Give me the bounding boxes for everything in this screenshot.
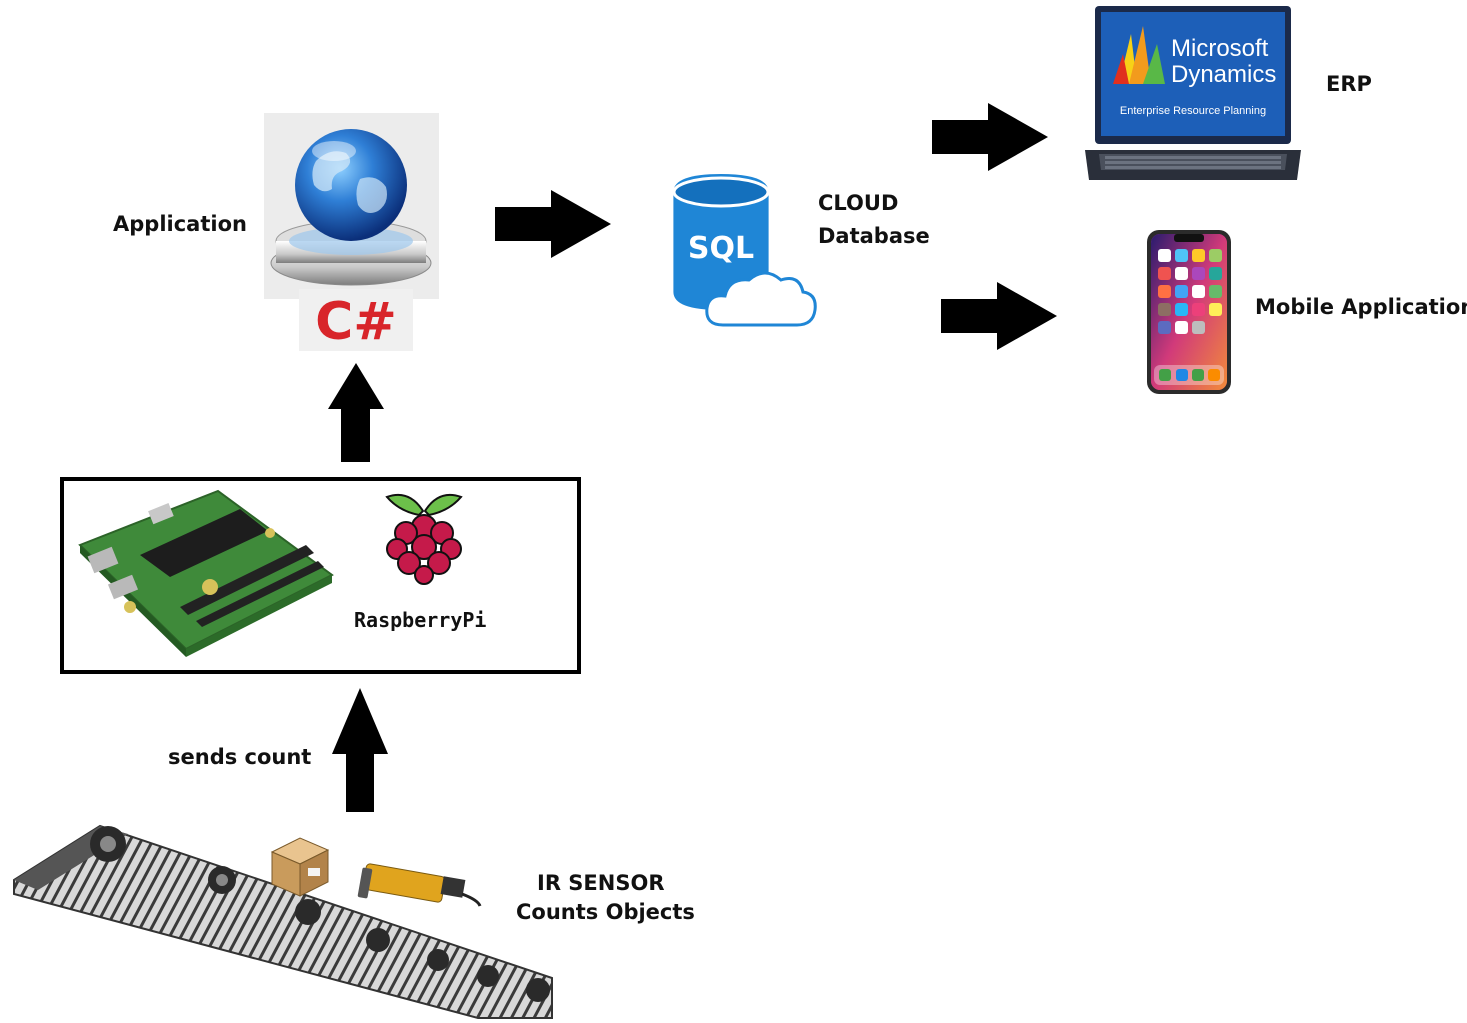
csharp-text: C# xyxy=(315,292,397,352)
raspberry-pi-logo-icon xyxy=(385,493,463,585)
globe-icon xyxy=(270,129,432,286)
arrow-app-to-sql xyxy=(495,190,611,258)
arrow-sensor-to-pi xyxy=(332,688,388,812)
package-box-icon xyxy=(270,837,330,897)
cloud-label: CLOUD xyxy=(818,191,899,215)
app-grid xyxy=(1154,249,1224,385)
sends-count-label: sends count xyxy=(168,745,312,769)
sql-database-icon: SQL xyxy=(672,174,817,327)
ms-line3: Enterprise Resource Planning xyxy=(1120,105,1266,117)
ir-sensor-icon xyxy=(357,863,482,907)
ir-sensor-label: IR SENSOR xyxy=(537,871,665,895)
ms-line2: Dynamics xyxy=(1171,61,1276,88)
csharp-application-icon xyxy=(264,113,439,299)
raspberry-pi-text: RaspberryPi xyxy=(354,608,487,632)
arrow-db-to-mobile xyxy=(941,282,1057,350)
conveyor-belt-icon xyxy=(13,824,553,1019)
raspberry-pi-box: RaspberryPi xyxy=(60,477,581,674)
sql-text: SQL xyxy=(688,231,754,266)
laptop-icon: Microsoft Dynamics Enterprise Resource P… xyxy=(1085,6,1301,180)
cloud-icon xyxy=(705,271,817,327)
arrow-db-to-erp xyxy=(932,103,1048,171)
ms-line1: Microsoft xyxy=(1171,35,1269,62)
erp-label: ERP xyxy=(1326,72,1372,96)
circuit-board-icon xyxy=(78,489,334,657)
arrow-pi-to-app xyxy=(328,363,384,462)
microsoft-dynamics-logo xyxy=(1113,26,1165,84)
csharp-logo: C# xyxy=(299,289,413,352)
database-label: Database xyxy=(818,224,930,248)
counts-objects-label: Counts Objects xyxy=(516,900,695,924)
smartphone-icon xyxy=(1147,230,1231,394)
application-label: Application xyxy=(113,212,247,236)
mobile-application-label: Mobile Application xyxy=(1255,295,1467,319)
